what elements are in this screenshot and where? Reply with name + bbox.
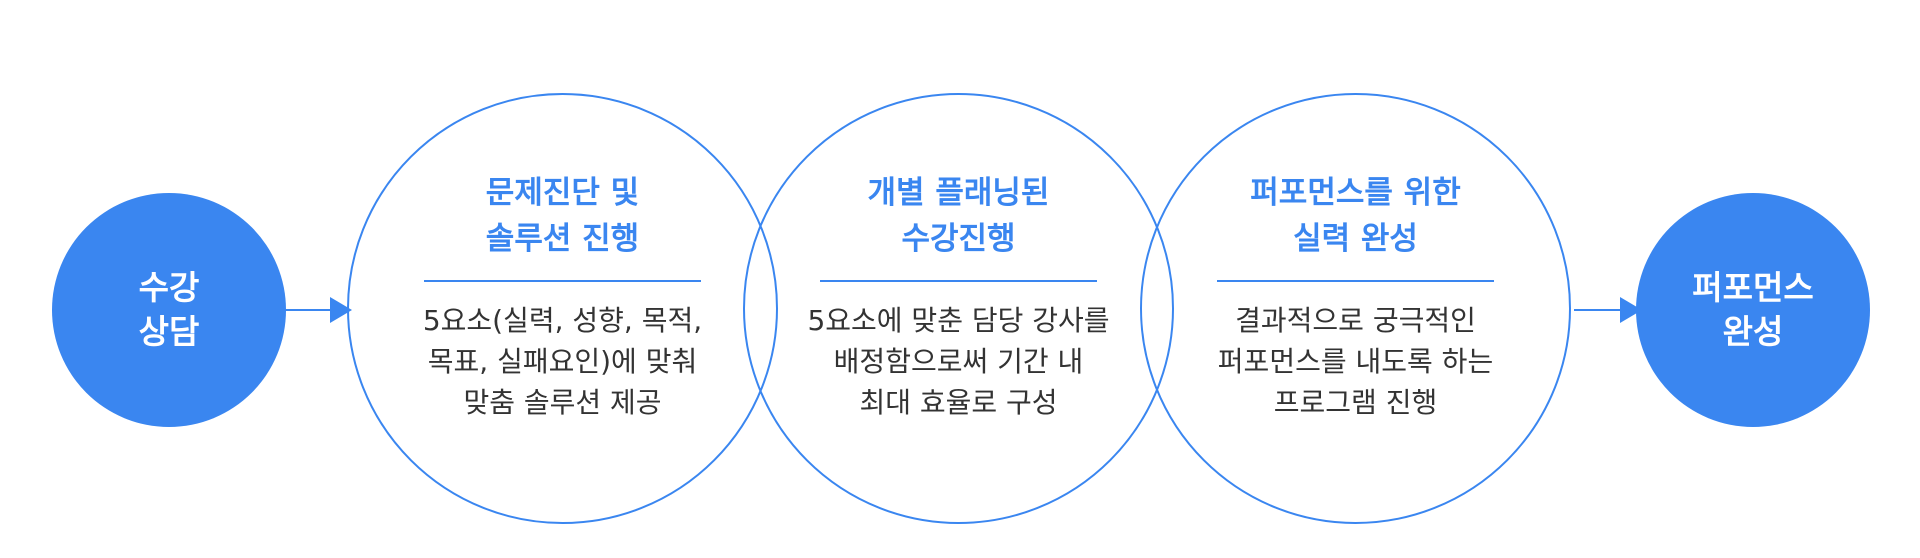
- connector-line-end: [1574, 309, 1622, 311]
- step-description: 5요소(실력, 성향, 목적, 목표, 실패요인)에 맞춰 맞춤 솔루션 제공: [347, 300, 778, 423]
- step-desc-line: 5요소에 맞춘 담당 강사를: [807, 304, 1110, 337]
- end-node-line: 완성: [1722, 312, 1784, 351]
- step-description: 결과적으로 궁극적인 퍼포먼스를 내도록 하는 프로그램 진행: [1140, 300, 1571, 423]
- start-node-line: 상담: [138, 312, 200, 351]
- step-desc-line: 최대 효율로 구성: [859, 386, 1058, 419]
- step-divider: [1217, 280, 1494, 282]
- step-title: 개별 플래닝된 수강진행: [743, 170, 1174, 262]
- start-node: 수강 상담: [52, 193, 286, 427]
- connector-line-start: [284, 309, 332, 311]
- step-divider: [820, 280, 1097, 282]
- end-node: 퍼포먼스 완성: [1636, 193, 1870, 427]
- step-title: 문제진단 및 솔루션 진행: [347, 170, 778, 262]
- step-description: 5요소에 맞춘 담당 강사를 배정함으로써 기간 내 최대 효율로 구성: [743, 300, 1174, 423]
- step-title-line: 실력 완성: [1293, 221, 1418, 257]
- start-node-line: 수강: [138, 268, 200, 307]
- step-desc-line: 프로그램 진행: [1273, 386, 1438, 419]
- start-node-label: 수강 상담: [139, 266, 200, 354]
- step-circle-3: [1140, 93, 1571, 524]
- step-title-line: 문제진단 및: [485, 175, 640, 211]
- step-divider: [424, 280, 701, 282]
- end-node-line: 퍼포먼스: [1692, 268, 1814, 307]
- step-desc-line: 배정함으로써 기간 내: [833, 345, 1084, 378]
- step-desc-line: 결과적으로 궁극적인: [1235, 304, 1476, 337]
- step-desc-line: 목표, 실패요인)에 맞춰: [427, 345, 698, 378]
- step-title-line: 퍼포먼스를 위한: [1250, 175, 1461, 211]
- step-title: 퍼포먼스를 위한 실력 완성: [1140, 170, 1571, 262]
- step-title-line: 수강진행: [901, 221, 1016, 257]
- step-desc-line: 5요소(실력, 성향, 목적,: [422, 304, 703, 337]
- step-desc-line: 맞춤 솔루션 제공: [463, 386, 662, 419]
- end-node-label: 퍼포먼스 완성: [1692, 266, 1813, 354]
- step-title-line: 개별 플래닝된: [867, 175, 1050, 211]
- step-title-line: 솔루션 진행: [485, 221, 640, 257]
- step-desc-line: 퍼포먼스를 내도록 하는: [1217, 345, 1494, 378]
- arrow-right-icon: [330, 297, 352, 323]
